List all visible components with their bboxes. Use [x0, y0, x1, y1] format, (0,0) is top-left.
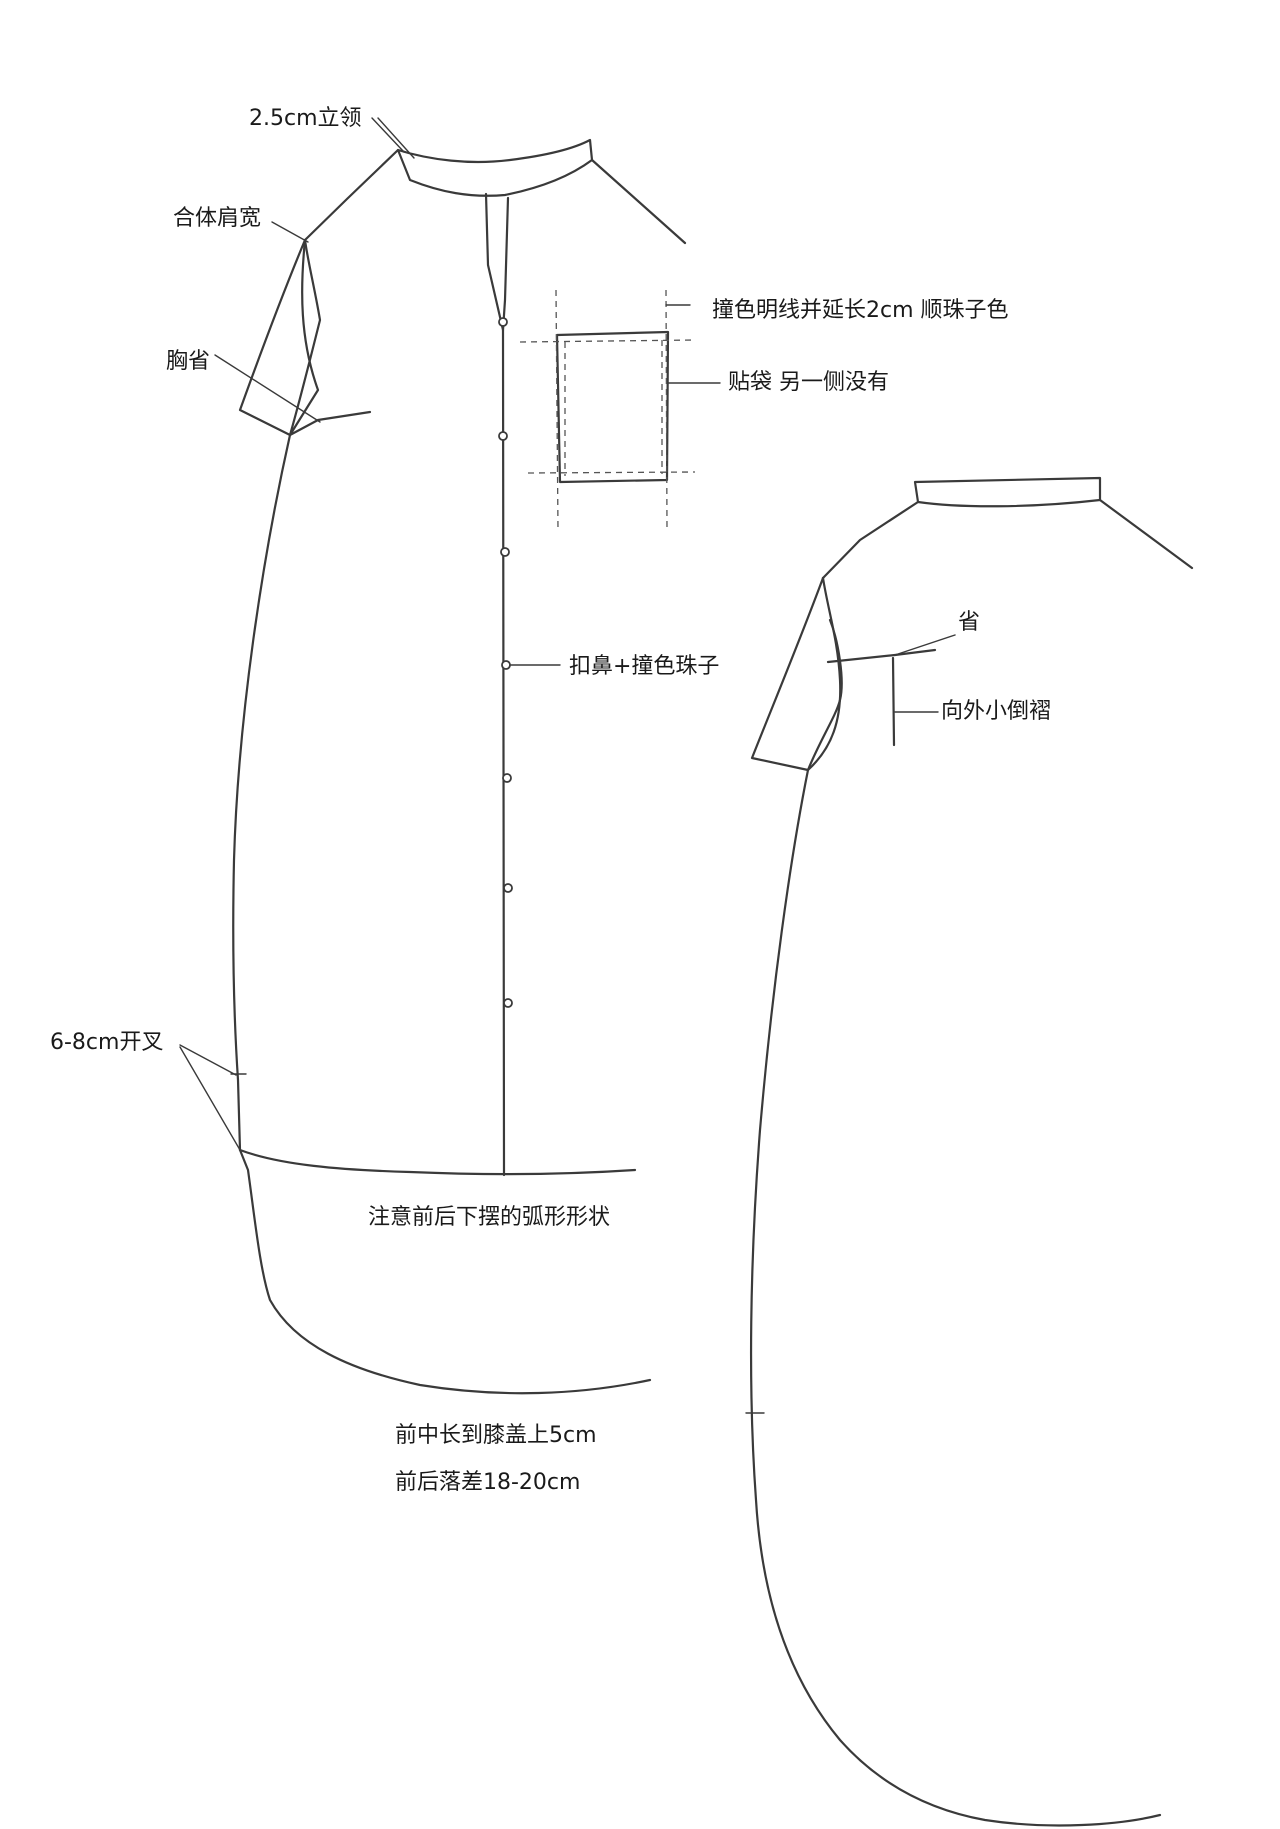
- back-sleeve: [750, 576, 843, 772]
- front-view: [230, 138, 696, 1395]
- annotation-shoulder: 合体肩宽: [173, 206, 262, 231]
- front-placket: [501, 328, 506, 1177]
- front-left-sleeve: [238, 238, 322, 437]
- annotation-back-pleat: 向外小倒褶: [941, 699, 1052, 724]
- annotation-front-length: 前中长到膝盖上5cm: [395, 1423, 597, 1448]
- annotation-collar: 2.5cm立领: [249, 106, 362, 131]
- front-left-shoulder: [303, 148, 400, 242]
- button: [503, 998, 513, 1008]
- button: [501, 660, 511, 670]
- annotation-button-loop: 扣鼻+撞色珠子: [569, 654, 720, 679]
- front-hem: [238, 1148, 637, 1176]
- back-collar: [913, 476, 1102, 508]
- annotation-hem-drop: 前后落差18-20cm: [395, 1470, 581, 1495]
- annotation-patch-pocket: 贴袋 另一侧没有: [728, 370, 889, 395]
- back-view: [745, 476, 1194, 1827]
- leader-lines: [179, 117, 956, 1151]
- button: [498, 431, 508, 441]
- annotation-hem-shape: 注意前后下摆的弧形形状: [368, 1205, 611, 1230]
- button: [502, 773, 512, 783]
- button: [503, 883, 513, 893]
- back-right-shoulder: [1098, 498, 1194, 570]
- front-neck-opening: [484, 192, 510, 332]
- front-right-shoulder: [590, 158, 687, 245]
- back-armhole: [806, 576, 842, 772]
- annotation-bust-dart: 胸省: [166, 349, 211, 374]
- back-side-seam: [749, 768, 1162, 1827]
- front-side-slit: [238, 1148, 652, 1395]
- annotation-side-slit: 6-8cm开叉: [50, 1030, 164, 1055]
- back-left-shoulder: [821, 500, 920, 580]
- button: [498, 317, 508, 327]
- front-left-armhole: [288, 238, 320, 437]
- front-buttons: [498, 317, 513, 1008]
- button: [500, 547, 510, 557]
- annotation-back-dart: 省: [958, 610, 981, 635]
- front-collar: [396, 138, 594, 197]
- front-left-side-seam: [232, 433, 292, 1152]
- back-pleat: [891, 656, 896, 747]
- annotation-contrast-topstitch: 撞色明线并延长2cm 顺珠子色: [712, 298, 1009, 323]
- patch-pocket: [519, 289, 696, 531]
- back-dart: [826, 648, 937, 664]
